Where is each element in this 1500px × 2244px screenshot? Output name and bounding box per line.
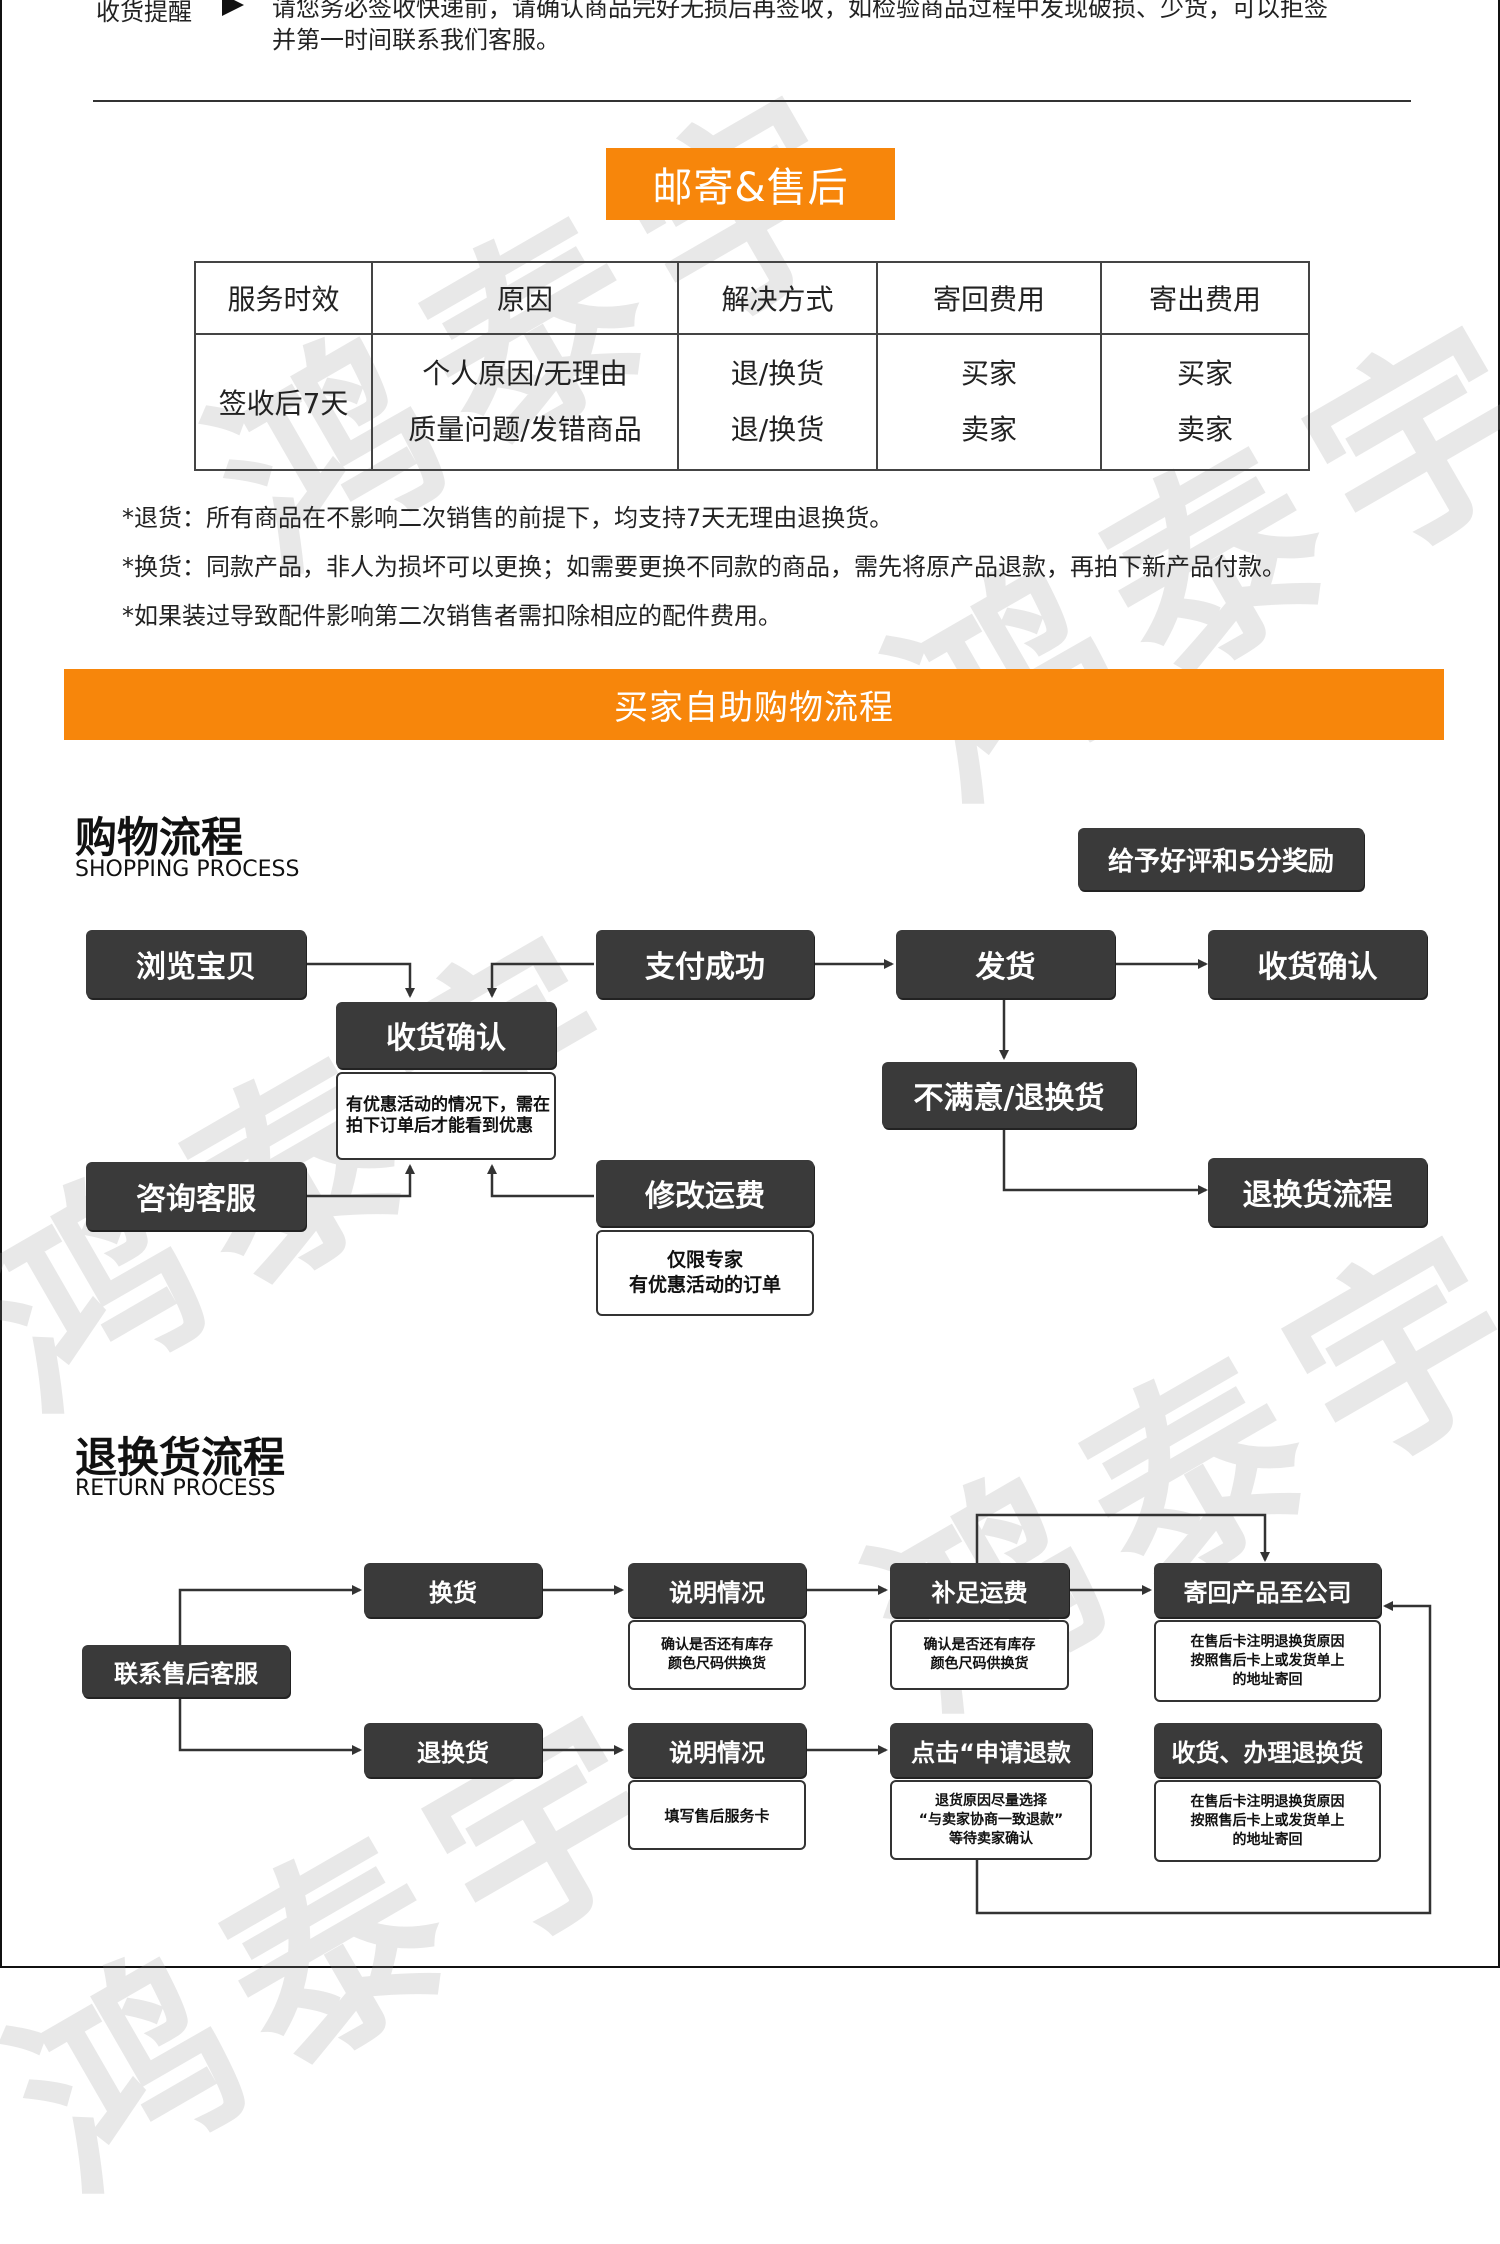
pay-box: 支付成功 — [596, 930, 814, 998]
send-back-note-line-3: 的地址寄回 — [1232, 1671, 1303, 1688]
header-return-fee: 寄回费用 — [876, 261, 1102, 335]
receive-note-line-3: 的地址寄回 — [1232, 1831, 1303, 1848]
shopping-title-en: SHOPPING PROCESS — [75, 857, 300, 882]
note-exchange: *换货：同款产品，非人为损坏可以更换；如需要更换不同款的商品，需先将原产品退款，… — [122, 553, 1286, 581]
refund-note-line-3: 等待卖家确认 — [949, 1830, 1033, 1847]
return-exchange-box: 退换货 — [364, 1723, 542, 1777]
modify-note: 仅限专家 有优惠活动的订单 — [596, 1230, 814, 1316]
explain-box-1: 说明情况 — [628, 1563, 806, 1617]
receive-process-box: 收货、办理退换货 — [1154, 1723, 1381, 1777]
explain-note-1: 确认是否还有库存 颜色尺码供换货 — [628, 1620, 806, 1690]
after-sales-title: 邮寄&售后 — [606, 148, 895, 220]
explain-note-2: 填写售后服务卡 — [628, 1780, 806, 1850]
contact-box: 联系售后客服 — [82, 1645, 290, 1697]
supplement-note-line-1: 确认是否还有库存 — [923, 1637, 1036, 1653]
send-fee-1: 买家 — [1176, 357, 1233, 390]
explain-note-1-line-1: 确认是否还有库存 — [661, 1637, 773, 1653]
notice-line-1: 请您务必签收快递前，请确认商品完好无损后再签收，如检验商品过程中发现破损、少货，… — [272, 0, 1328, 22]
refund-note-line-2: “与卖家协商一致退款” — [918, 1811, 1064, 1828]
ship-box: 发货 — [896, 930, 1115, 998]
browse-box: 浏览宝贝 — [86, 930, 306, 998]
confirm-note-text: 有优惠活动的情况下，需在拍下订单后才能看到优惠 — [346, 1095, 550, 1136]
refund-note: 退货原因尽量选择 “与卖家协商一致退款” 等待卖家确认 — [890, 1780, 1092, 1860]
modify-note-line-2: 有优惠活动的订单 — [628, 1274, 781, 1296]
arrow-right-icon — [222, 0, 244, 16]
cell-solutions: 退/换货 退/换货 — [677, 333, 878, 471]
apply-refund-box: 点击“申请退款 — [890, 1723, 1092, 1777]
solution-2: 退/换货 — [730, 413, 825, 446]
after-sales-notes: *退货：所有商品在不影响二次销售的前提下，均支持7天无理由退换货。 *换货：同款… — [122, 494, 1286, 641]
exchange-box: 换货 — [364, 1563, 542, 1617]
send-fee-2: 卖家 — [1176, 413, 1233, 446]
receive-note-line-1: 在售后卡注明退换货原因 — [1190, 1793, 1345, 1810]
confirm-note: 有优惠活动的情况下，需在拍下订单后才能看到优惠 — [336, 1072, 556, 1160]
supplement-note: 确认是否还有库存 颜色尺码供换货 — [890, 1620, 1069, 1690]
explain-box-2: 说明情况 — [628, 1723, 806, 1777]
receive-note-line-2: 按照售后卡上或发货单上 — [1190, 1812, 1345, 1829]
table-row: 签收后7天 个人原因/无理由 质量问题/发错商品 退/换货 退/换货 买家 卖家… — [194, 333, 1310, 471]
page-frame — [0, 0, 1500, 1968]
confirm-center-box: 收货确认 — [336, 1002, 556, 1068]
after-sales-table: 服务时效 原因 解决方式 寄回费用 寄出费用 签收后7天 个人原因/无理由 质量… — [194, 261, 1310, 471]
send-back-note: 在售后卡注明退换货原因 按照售后卡上或发货单上 的地址寄回 — [1154, 1620, 1381, 1702]
table-header-row: 服务时效 原因 解决方式 寄回费用 寄出费用 — [194, 261, 1310, 335]
unsatisfied-box: 不满意/退换货 — [882, 1062, 1136, 1128]
flow-connectors — [178, 959, 1432, 1915]
reward-box: 给予好评和5分奖励 — [1078, 828, 1364, 890]
modify-note-line-1: 仅限专家 — [666, 1249, 743, 1271]
return-title-en: RETURN PROCESS — [75, 1476, 276, 1501]
divider — [93, 100, 1411, 102]
cell-return-fee: 买家 卖家 — [876, 333, 1102, 471]
cell-period: 签收后7天 — [194, 333, 373, 471]
note-accessory: *如果装过导致配件影响第二次销售者需扣除相应的配件费用。 — [122, 602, 782, 630]
cell-send-fee: 买家 卖家 — [1100, 333, 1310, 471]
notice-text: 请您务必签收快递前，请确认商品完好无损后再签收，如检验商品过程中发现破损、少货，… — [272, 0, 1412, 56]
receive-confirm-box: 收货确认 — [1208, 930, 1427, 998]
reason-2: 质量问题/发错商品 — [408, 413, 642, 446]
note-return: *退货：所有商品在不影响二次销售的前提下，均支持7天无理由退换货。 — [122, 504, 894, 532]
notice-label: 收货提醒 — [96, 0, 192, 26]
explain-note-1-line-2: 颜色尺码供换货 — [668, 1656, 766, 1672]
supplement-box: 补足运费 — [890, 1563, 1069, 1617]
send-back-note-line-1: 在售后卡注明退换货原因 — [1190, 1633, 1345, 1650]
self-service-band: 买家自助购物流程 — [64, 669, 1444, 740]
explain-note-2-text: 填写售后服务卡 — [664, 1806, 770, 1825]
header-solution: 解决方式 — [677, 261, 878, 335]
return-fee-1: 买家 — [960, 357, 1017, 390]
supplement-note-line-2: 颜色尺码供换货 — [930, 1656, 1029, 1672]
header-period: 服务时效 — [194, 261, 373, 335]
shopping-title-cn: 购物流程 — [75, 813, 244, 862]
header-send-fee: 寄出费用 — [1100, 261, 1310, 335]
cell-reasons: 个人原因/无理由 质量问题/发错商品 — [371, 333, 679, 471]
solution-1: 退/换货 — [730, 357, 825, 390]
return-title-cn: 退换货流程 — [75, 1433, 286, 1482]
return-flow-box: 退换货流程 — [1208, 1158, 1427, 1226]
modify-fee-box: 修改运费 — [596, 1160, 814, 1226]
receive-process-note: 在售后卡注明退换货原因 按照售后卡上或发货单上 的地址寄回 — [1154, 1780, 1381, 1862]
send-back-note-line-2: 按照售后卡上或发货单上 — [1190, 1652, 1345, 1669]
refund-note-line-1: 退货原因尽量选择 — [935, 1792, 1047, 1809]
reason-1: 个人原因/无理由 — [422, 357, 628, 390]
send-back-box: 寄回产品至公司 — [1154, 1563, 1381, 1617]
return-fee-2: 卖家 — [960, 413, 1017, 446]
header-reason: 原因 — [371, 261, 679, 335]
notice-line-2: 并第一时间联系我们客服。 — [272, 26, 560, 54]
consult-box: 咨询客服 — [86, 1162, 306, 1230]
